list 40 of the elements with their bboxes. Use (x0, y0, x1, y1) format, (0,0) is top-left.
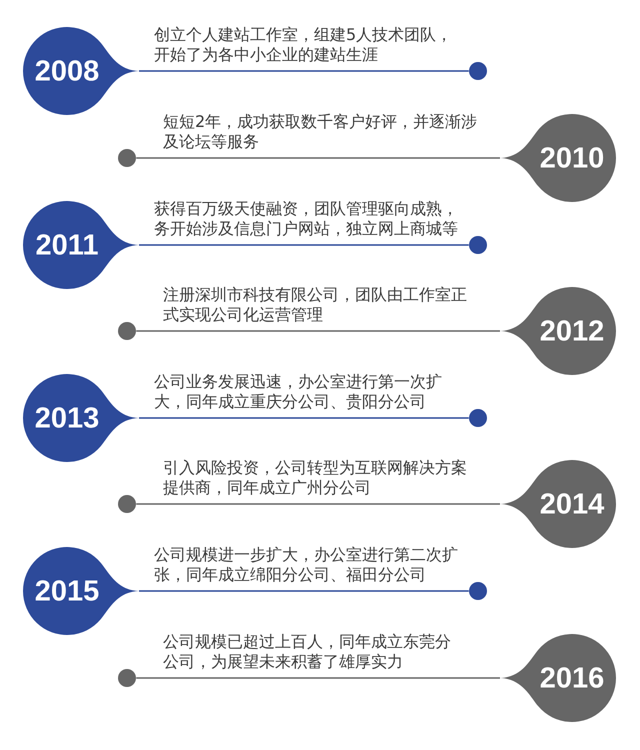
year-label: 2011 (36, 232, 98, 260)
year-label: 2010 (540, 144, 604, 174)
connector-line (139, 590, 469, 592)
milestone-text: 创立个人建站工作室，组建5人技术团队，开始了为各中小企业的建站生涯 (154, 25, 454, 65)
timeline-dot (118, 148, 136, 168)
year-badge (23, 201, 139, 289)
year-label: 2016 (540, 664, 604, 694)
connector-line (136, 503, 500, 505)
milestone-text: 公司业务发展迅速，办公室进行第一次扩大，同年成立重庆分公司、贵阳分公司 (154, 372, 443, 412)
year-badge (500, 287, 616, 375)
year-badge (500, 634, 616, 722)
connector-line (136, 330, 500, 332)
milestone-text: 注册深圳市科技有限公司，团队由工作室正式实现公司化运营管理 (163, 285, 468, 325)
milestone-text: 公司规模进一步扩大，办公室进行第二次扩张，同年成立绵阳分公司、福田分公司 (154, 545, 459, 585)
connector-line (139, 244, 469, 246)
connector-line (136, 157, 500, 159)
year-badge (23, 27, 139, 115)
connector-line (139, 70, 469, 72)
connector-line (136, 677, 500, 679)
timeline-dot (468, 62, 488, 80)
year-badge (500, 460, 616, 548)
timeline-dot (468, 582, 488, 600)
connector-line (139, 417, 469, 419)
year-badge (500, 114, 616, 202)
timeline-dot (118, 494, 136, 514)
year-badge (23, 547, 139, 635)
timeline-dot (118, 322, 136, 340)
year-label: 2014 (540, 490, 604, 520)
year-label: 2015 (34, 578, 100, 606)
year-badge (23, 374, 139, 462)
milestone-text: 引入风险投资，公司转型为互联网解决方案提供商，同年成立广州分公司 (163, 458, 468, 498)
year-label: 2012 (540, 318, 604, 346)
milestone-text: 公司规模已超过上百人，同年成立东莞分公司，为展望未来积蓄了雄厚实力 (163, 632, 452, 672)
timeline-dot (118, 668, 136, 688)
timeline-dot (468, 408, 488, 428)
year-label: 2013 (34, 404, 100, 434)
milestone-text: 短短2年，成功获取数千客户好评，并逐渐涉及论坛等服务 (163, 112, 478, 152)
milestone-text: 获得百万级天使融资，团队管理驱向成熟，务开始涉及信息门户网站，独立网上商城等 (154, 199, 459, 239)
year-label: 2008 (34, 58, 100, 86)
timeline-dot (468, 236, 488, 254)
